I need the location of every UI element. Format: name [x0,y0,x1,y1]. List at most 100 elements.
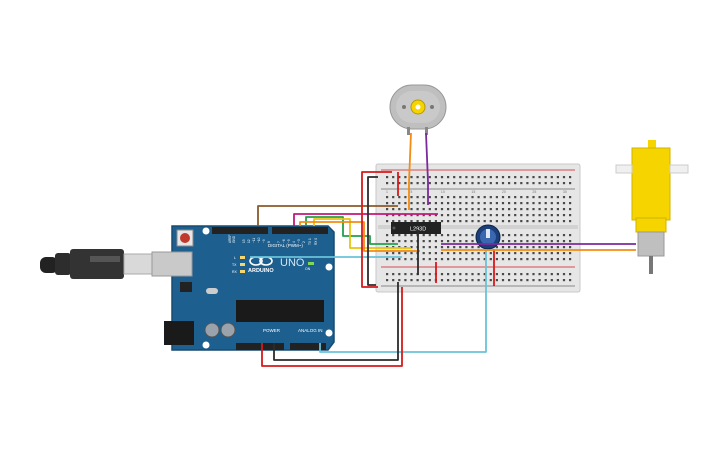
breadboard-hole [514,258,517,261]
breadboard-hole [410,176,413,179]
breadboard-hole [520,240,523,243]
breadboard-hole [495,214,498,217]
breadboard-hole [471,202,474,205]
breadboard-hole [532,279,535,282]
svg-text:RX: RX [232,270,238,274]
breadboard-hole [428,176,431,179]
breadboard-hole [392,214,395,217]
breadboard-hole [392,202,395,205]
breadboard-hole [532,252,535,255]
breadboard-hole [428,252,431,255]
breadboard-hole [569,252,572,255]
mounting-hole [325,329,333,337]
breadboard-hole [562,246,566,249]
breadboard-hole [410,240,413,243]
breadboard-hole [556,273,559,276]
l293d-driver-ic[interactable]: L293D [391,222,441,234]
breadboard-hole [544,240,547,243]
breadboard-hole [471,182,474,185]
breadboard-hole [477,208,480,211]
breadboard-hole [453,240,456,243]
breadboard-hole [489,220,492,223]
logo-text: ARDUINO [248,268,274,274]
status-leds: L TX RX [232,256,245,274]
breadboard-hole [514,240,517,243]
breadboard-hole [386,279,389,282]
breadboard-hole [434,220,437,223]
breadboard-hole [471,214,474,217]
pin-label-5: ~5 [287,239,291,243]
wires [250,132,636,367]
breadboard-hole [459,279,462,282]
breadboard-hole [556,258,559,261]
arduino-uno-board[interactable]: AREF GND 13 12 ~11 ~10 ~9 8 7 ~6 ~5 4 ~3… [151,225,335,351]
breadboard-hole [465,214,468,217]
breadboard-hole [562,214,566,217]
breadboard-hole [392,208,395,211]
breadboard-hole [428,208,431,211]
breadboard-hole [428,202,431,205]
breadboard-hole [483,279,486,282]
column-number: 5 [410,190,412,194]
breadboard-hole [520,220,523,223]
breadboard-hole [440,258,444,261]
breadboard-hole [544,208,547,211]
breadboard-hole [404,214,407,217]
breadboard-hole [422,220,425,223]
pin-label-gnd: GND [232,235,236,243]
breadboard-hole [489,202,492,205]
breadboard-hole [569,176,572,179]
wire-orange-motor [408,132,412,210]
breadboard-hole [459,234,462,237]
breadboard-hole [514,202,517,205]
breadboard-hole [489,182,492,185]
breadboard-hole [508,220,511,223]
gear-motor-icon[interactable] [615,140,689,274]
breadboard-hole [532,240,535,243]
breadboard-hole [410,182,413,185]
breadboard-hole [416,196,419,199]
breadboard-hole [556,182,559,185]
breadboard-hole [556,214,559,217]
breadboard-hole [532,176,535,179]
breadboard-hole [422,214,425,217]
breadboard-hole [508,252,511,255]
column-number: 1 [386,190,388,194]
breadboard-hole [526,182,529,185]
breadboard-hole [465,182,468,185]
breadboard-hole [514,273,517,276]
pin-label-aref: AREF [228,234,232,243]
breadboard-hole [508,202,511,205]
breadboard-hole [428,273,431,276]
breadboard-hole [501,258,505,261]
breadboard-hole [483,258,486,261]
breadboard-hole [514,246,517,249]
breadboard-hole [501,214,505,217]
breadboard-hole [544,258,547,261]
breadboard-hole [514,208,517,211]
breadboard-hole [483,208,486,211]
breadboard-hole [508,246,511,249]
breadboard-hole [544,220,547,223]
breadboard-hole [526,258,529,261]
breadboard-hole [489,176,492,179]
breadboard-hole [434,208,437,211]
breadboard-hole [422,196,425,199]
dc-motor-icon[interactable] [389,84,447,135]
breadboard-hole [471,240,474,243]
usb-port [151,251,193,277]
breadboard-hole [550,234,553,237]
breadboard-hole [404,258,407,261]
breadboard-hole [520,279,523,282]
potentiometer-icon[interactable] [475,224,501,250]
breadboard-hole [404,182,407,185]
breadboard-hole [550,220,553,223]
mounting-hole [325,263,333,271]
breadboard-hole [477,220,480,223]
wire-red-rail [361,171,392,288]
breadboard-hole [489,273,492,276]
breadboard-hole [453,220,456,223]
pin-label-8: 8 [267,241,271,243]
breadboard-hole [422,252,425,255]
